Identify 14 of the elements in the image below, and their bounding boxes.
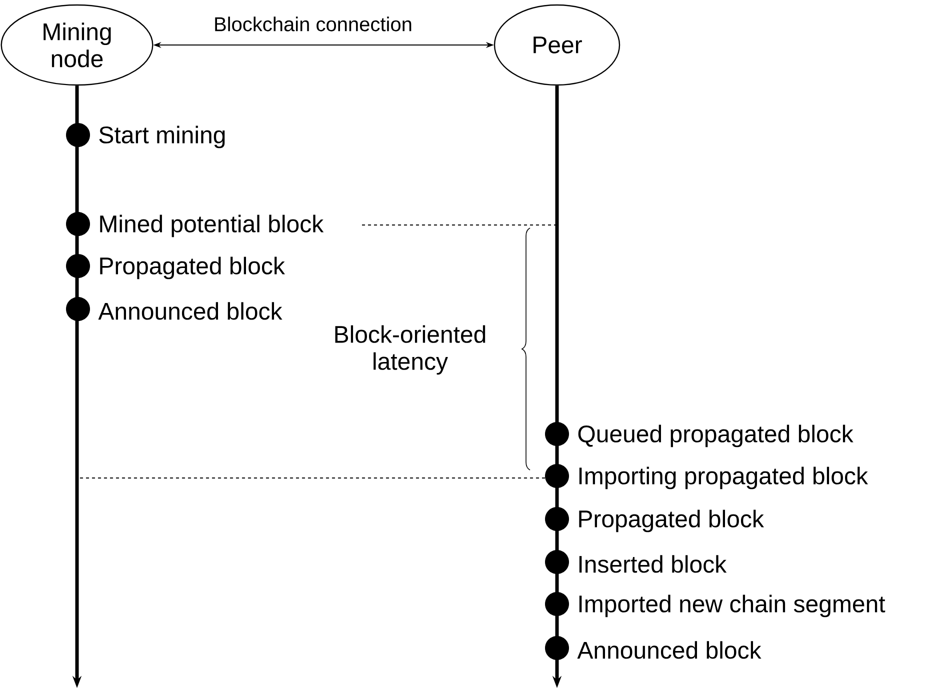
event-label: Importing propagated block (579, 466, 868, 490)
event-label: Propagated block (100, 256, 285, 280)
event-label: Inserted block (579, 555, 727, 573)
event-label: Imported new chain segment (579, 594, 886, 618)
event-label: Queued propagated block (578, 424, 854, 448)
latency-label: Block-oriented latency (335, 325, 486, 375)
event-label: Announced block (577, 641, 762, 659)
edge-label: Blockchain connection (215, 16, 412, 32)
ellipse-node: Mining node (0, 4, 154, 86)
event-label: Propagated block (579, 510, 764, 532)
event-label: Start mining (99, 126, 225, 148)
event-label: Mined potential block (100, 214, 324, 238)
event-label: Announced block (98, 302, 282, 320)
ellipse-node: Peer (494, 4, 620, 86)
